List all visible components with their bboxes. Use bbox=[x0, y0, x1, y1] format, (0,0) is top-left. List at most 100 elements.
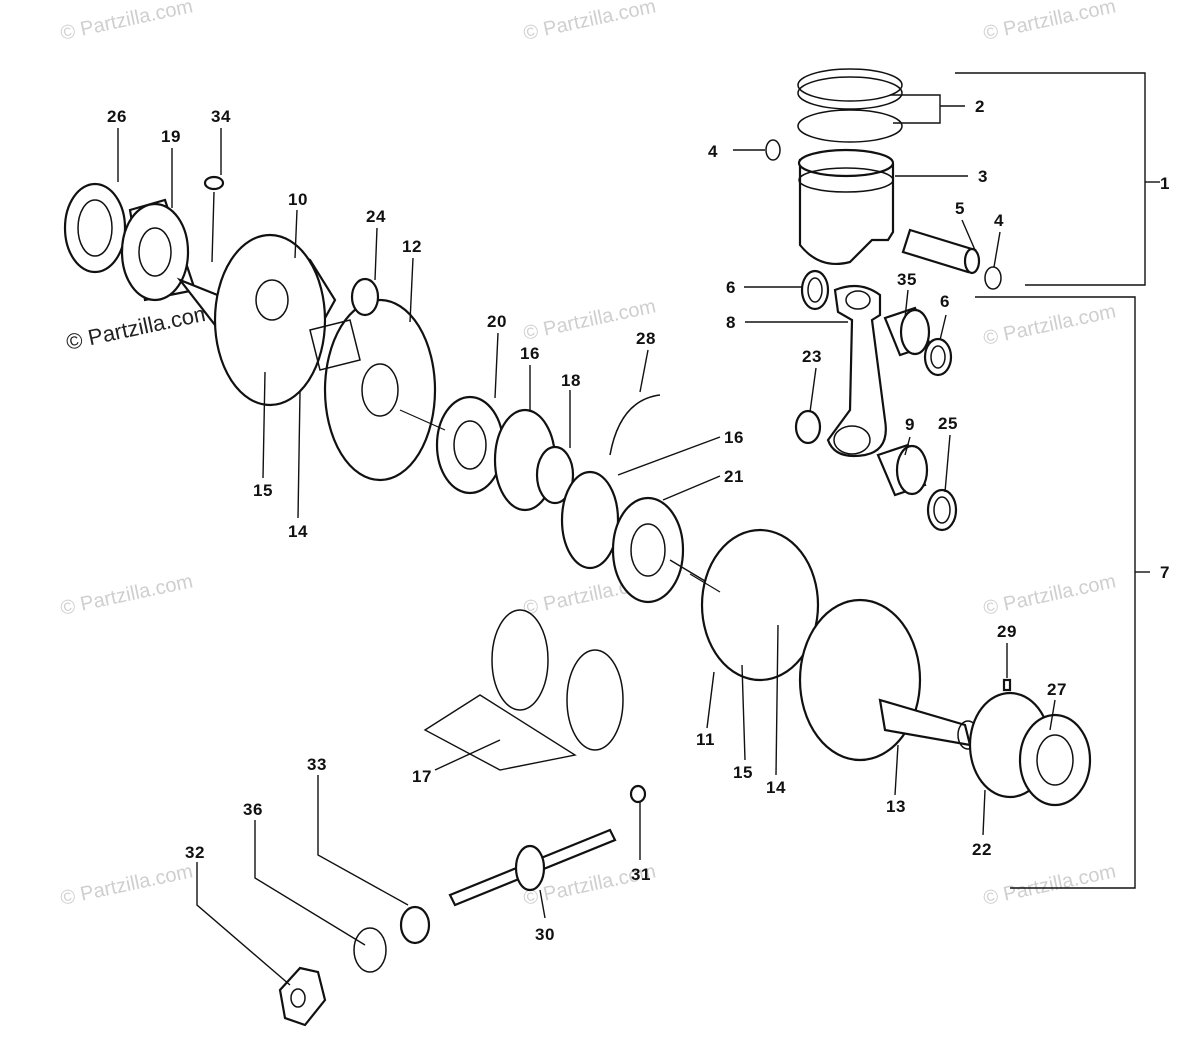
washer-23 bbox=[794, 409, 822, 445]
part-label-30: 30 bbox=[535, 925, 555, 944]
part-label-20: 20 bbox=[487, 312, 507, 331]
centerline bbox=[689, 573, 721, 593]
part-label-33: 33 bbox=[307, 755, 327, 774]
part-label-18: 18 bbox=[561, 371, 581, 390]
bearing-20-bore bbox=[453, 420, 487, 470]
watermark: © Partzilla.com bbox=[521, 0, 657, 45]
washer-24 bbox=[350, 277, 380, 317]
piston-ring-lower bbox=[797, 109, 903, 143]
leader-20 bbox=[494, 332, 499, 399]
leader-28 bbox=[639, 349, 649, 393]
leader-30 bbox=[539, 889, 546, 919]
group-bracket-1 bbox=[955, 72, 1146, 286]
part-label-7: 7 bbox=[1160, 563, 1170, 582]
part-label-26: 26 bbox=[107, 107, 127, 126]
leader-14 bbox=[297, 391, 301, 519]
part-label-6: 6 bbox=[940, 292, 950, 311]
woodruff-key bbox=[203, 175, 225, 191]
piston-ring-groove bbox=[798, 167, 894, 193]
thrust-washer bbox=[923, 337, 953, 377]
washer-25-hole bbox=[933, 496, 951, 524]
piston-pin-end bbox=[963, 247, 981, 275]
labyrinth-seal bbox=[560, 470, 620, 570]
crank-web-right bbox=[323, 298, 437, 482]
bearing-21-bore bbox=[630, 523, 666, 577]
part-label-4: 4 bbox=[994, 211, 1004, 230]
watermark: © Partzilla.com bbox=[981, 570, 1117, 620]
crank-web-11 bbox=[700, 528, 820, 682]
watermark-featured: © Partzilla.com bbox=[64, 300, 214, 355]
leader-24 bbox=[374, 227, 378, 281]
watermark: © Partzilla.com bbox=[981, 0, 1117, 45]
thrust-washer bbox=[800, 269, 830, 311]
leader-4 bbox=[993, 231, 1001, 268]
connecting-rod-big-end bbox=[833, 425, 871, 455]
washer-31 bbox=[629, 784, 647, 804]
part-label-22: 22 bbox=[972, 840, 992, 859]
watermark: © Partzilla.com bbox=[58, 860, 194, 910]
leader-lines bbox=[117, 72, 1160, 986]
leader-21 bbox=[662, 475, 721, 501]
needle-bearing-big-face bbox=[895, 444, 929, 496]
centerline bbox=[399, 409, 446, 431]
connecting-rod bbox=[826, 284, 887, 458]
part-label-3: 3 bbox=[978, 167, 988, 186]
needle-bearing-small-face bbox=[899, 308, 931, 356]
nut-32-bore bbox=[290, 988, 306, 1008]
piston bbox=[798, 158, 895, 266]
part-label-28: 28 bbox=[636, 329, 656, 348]
part-label-17: 17 bbox=[412, 767, 432, 786]
leader-27 bbox=[1049, 699, 1056, 731]
center-seal bbox=[535, 445, 575, 505]
leader-9 bbox=[904, 436, 911, 456]
piston-ring-upper-inner bbox=[797, 76, 903, 110]
leader-35 bbox=[904, 289, 909, 319]
part-label-1: 1 bbox=[1160, 174, 1170, 193]
part-label-13: 13 bbox=[886, 797, 906, 816]
part-label-10: 10 bbox=[288, 190, 308, 209]
part-label-34: 34 bbox=[211, 107, 231, 126]
part-label-25: 25 bbox=[938, 414, 958, 433]
bearing-20 bbox=[435, 395, 505, 495]
leader-34 bbox=[211, 191, 215, 263]
part-label-29: 29 bbox=[997, 622, 1017, 641]
part-label-9: 9 bbox=[905, 415, 915, 434]
main-bearing-19-face bbox=[120, 202, 190, 302]
leader-33 bbox=[317, 775, 409, 906]
piston-ring-upper bbox=[797, 68, 903, 102]
part-label-14: 14 bbox=[766, 778, 786, 797]
leader-25 bbox=[944, 434, 951, 493]
leader-36 bbox=[254, 820, 366, 946]
leader-32 bbox=[196, 862, 291, 986]
part-label-8: 8 bbox=[726, 313, 736, 332]
part-label-36: 36 bbox=[243, 800, 263, 819]
leader-23 bbox=[809, 367, 817, 413]
watermark-layer: © Partzilla.com © Partzilla.com © Partzi… bbox=[58, 0, 1117, 910]
part-label-15: 15 bbox=[733, 763, 753, 782]
part-label-16: 16 bbox=[520, 344, 540, 363]
oil-seal-left bbox=[63, 182, 127, 274]
thrust-washer-hole bbox=[930, 345, 946, 369]
leader-17 bbox=[434, 739, 501, 771]
part-label-11: 11 bbox=[696, 730, 715, 749]
bearing-33 bbox=[399, 905, 431, 945]
ring-group-bracket bbox=[423, 694, 577, 771]
leader-10 bbox=[294, 209, 298, 259]
watermark: © Partzilla.com bbox=[58, 0, 194, 45]
shim-ring bbox=[491, 609, 549, 711]
part-label-23: 23 bbox=[802, 347, 822, 366]
part-label-16: 16 bbox=[724, 428, 744, 447]
part-labels: 1 2 3 4 4 5 6 6 7 8 9 10 11 12 13 14 14 … bbox=[107, 97, 1170, 944]
seal-27-bore bbox=[1036, 734, 1074, 786]
part-label-19: 19 bbox=[161, 127, 181, 146]
part-label-14: 14 bbox=[288, 522, 308, 541]
leader-12 bbox=[409, 257, 414, 323]
nut-32 bbox=[278, 966, 327, 1027]
part-label-27: 27 bbox=[1047, 680, 1067, 699]
watermark: © Partzilla.com bbox=[58, 570, 194, 620]
piston-pin-clip bbox=[765, 139, 781, 161]
parts-drawing bbox=[63, 68, 1092, 1027]
circlip-28 bbox=[609, 394, 661, 456]
watermark: © Partzilla.com bbox=[981, 860, 1117, 910]
